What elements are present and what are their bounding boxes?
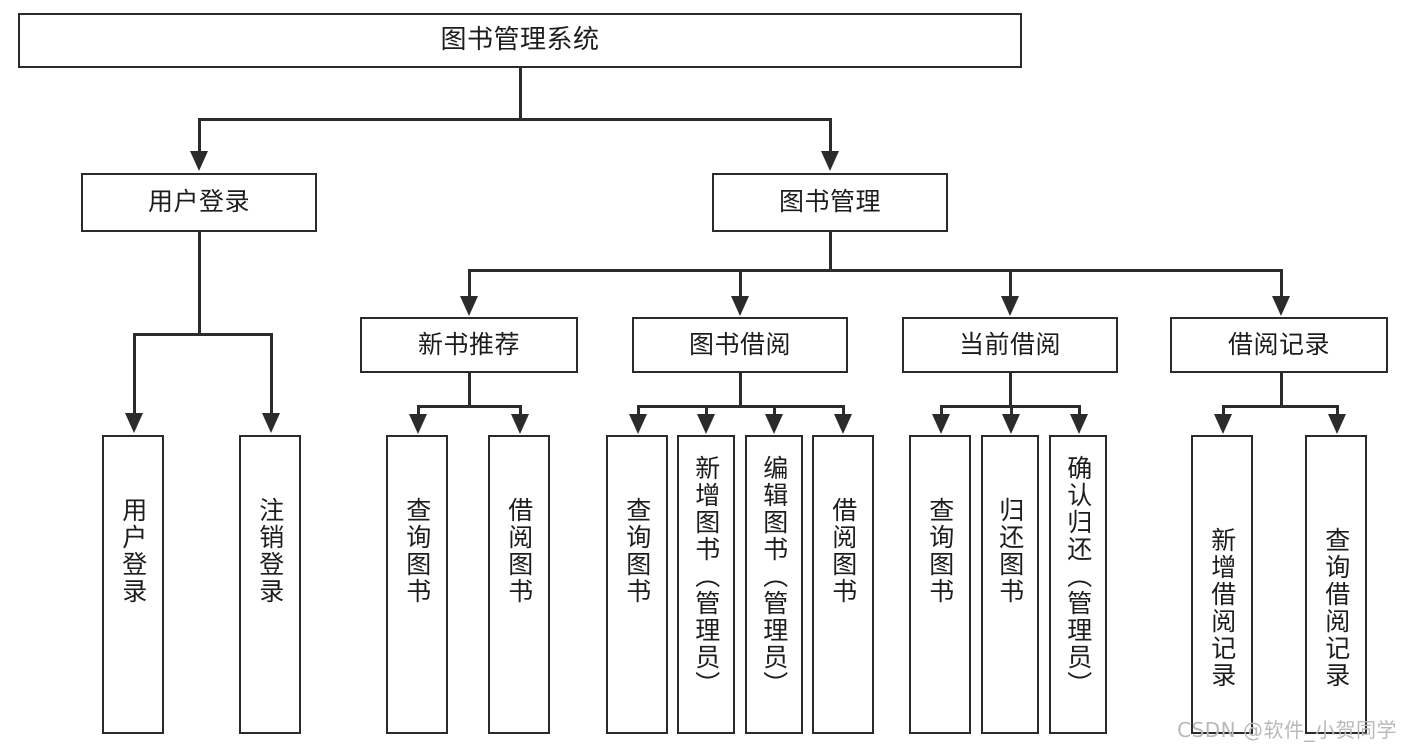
arrowhead-cb-leaf-2 [1002,414,1020,434]
node-label: 注销登录 [255,497,285,605]
connector-user-login-drop-1 [133,333,136,415]
connector-br-drop-2 [1336,405,1339,417]
node-label: 借阅记录 [1227,329,1330,359]
node-label: 查询图书 [402,497,432,605]
connector-book-management-bus [468,269,1280,272]
connector-bb-drop-1 [637,405,640,417]
arrowhead-bb-leaf-1 [629,414,647,434]
connector-bb-bus [637,405,845,408]
node-root-book-management-system[interactable]: 图书管理系统 [18,13,1022,68]
connector-root-stem [519,68,522,120]
connector-root-bus [198,118,832,121]
connector-bm-drop-3 [1009,269,1012,299]
connector-br-drop-1 [1222,405,1225,417]
leaf-borrow-books-bb[interactable]: 借阅图书 [812,435,874,734]
arrowhead-bb-leaf-4 [834,414,852,434]
node-label: 归还图书 [995,497,1025,605]
leaf-user-login[interactable]: 用户登录 [102,435,164,734]
arrowhead-nbr-leaf-2 [511,414,529,434]
connector-user-login-drop-2 [270,333,273,415]
leaf-query-books-nbr[interactable]: 查询图书 [386,435,448,734]
node-label: 借阅图书 [504,497,534,605]
arrowhead-bb-leaf-3 [765,414,783,434]
node-borrow-record[interactable]: 借阅记录 [1170,317,1388,373]
leaf-query-books-cb[interactable]: 查询图书 [909,435,971,734]
connector-nbr-stem [468,373,471,407]
arrowhead-bm-to-borrow-record [1272,296,1290,316]
arrowhead-cb-leaf-3 [1070,414,1088,434]
arrowhead-root-to-book-management [821,151,839,171]
leaf-add-borrow-record[interactable]: 新增借阅记录 [1191,435,1253,734]
connector-cb-drop-3 [1078,405,1081,417]
connector-user-login-bus [133,333,270,336]
leaf-edit-book-admin[interactable]: 编辑图书（管理员） [745,435,803,734]
node-new-book-recommend[interactable]: 新书推荐 [360,317,578,373]
leaf-add-book-admin[interactable]: 新增图书（管理员） [677,435,735,734]
node-label: 新增借阅记录 [1207,527,1237,689]
connector-bm-drop-4 [1280,269,1283,299]
node-label: 借阅图书 [828,497,858,605]
arrowhead-user-login-leaf-1 [125,413,143,433]
arrowhead-cb-leaf-1 [932,414,950,434]
connector-bb-drop-3 [773,405,776,417]
leaf-query-borrow-record[interactable]: 查询借阅记录 [1305,435,1367,734]
leaf-logout[interactable]: 注销登录 [239,435,301,734]
arrowhead-user-login-leaf-2 [262,413,280,433]
node-book-management[interactable]: 图书管理 [712,173,948,232]
arrowhead-bm-to-book-borrow [731,296,749,316]
arrowhead-nbr-leaf-1 [409,414,427,434]
leaf-return-books[interactable]: 归还图书 [981,435,1039,734]
connector-br-stem [1280,373,1283,407]
connector-bm-drop-1 [468,269,471,299]
arrowhead-br-leaf-2 [1328,414,1346,434]
node-label: 查询图书 [925,497,955,605]
connector-bb-drop-2 [705,405,708,417]
node-user-login[interactable]: 用户登录 [81,173,317,232]
node-label: 图书管理 [778,187,881,217]
connector-root-drop-2 [829,118,832,153]
node-label: 新书推荐 [417,329,520,359]
node-label: 当前借阅 [958,329,1061,359]
leaf-borrow-books-nbr[interactable]: 借阅图书 [488,435,550,734]
arrowhead-br-leaf-1 [1214,414,1232,434]
node-current-borrow[interactable]: 当前借阅 [902,317,1118,373]
leaf-confirm-return-admin[interactable]: 确认归还（管理员） [1049,435,1107,734]
node-label: 新增图书（管理员） [691,455,721,698]
connector-nbr-drop-1 [417,405,420,417]
connector-bb-drop-4 [842,405,845,417]
connector-bm-drop-2 [739,269,742,299]
node-label: 图书管理系统 [440,24,600,55]
arrowhead-bm-to-current-borrow [1001,296,1019,316]
arrowhead-bm-to-new-book [460,296,478,316]
connector-cb-stem [1009,373,1012,407]
node-label: 用户登录 [147,187,250,217]
node-label: 查询图书 [622,497,652,605]
node-label: 图书借阅 [688,329,791,359]
connector-cb-drop-2 [1010,405,1013,417]
connector-nbr-bus [417,405,522,408]
connector-bb-stem [739,373,742,407]
node-label: 编辑图书（管理员） [759,455,789,698]
connector-cb-drop-1 [940,405,943,417]
node-label: 查询借阅记录 [1321,527,1351,689]
connector-br-bus [1222,405,1339,408]
connector-user-login-stem [198,232,201,335]
node-label: 确认归还（管理员） [1063,455,1093,698]
arrowhead-root-to-user-login [190,151,208,171]
connector-root-drop-1 [198,118,201,153]
node-book-borrow[interactable]: 图书借阅 [632,317,848,373]
node-label: 用户登录 [118,497,148,605]
leaf-query-books-bb[interactable]: 查询图书 [606,435,668,734]
connector-book-management-stem [829,232,832,271]
connector-nbr-drop-2 [519,405,522,417]
arrowhead-bb-leaf-2 [697,414,715,434]
